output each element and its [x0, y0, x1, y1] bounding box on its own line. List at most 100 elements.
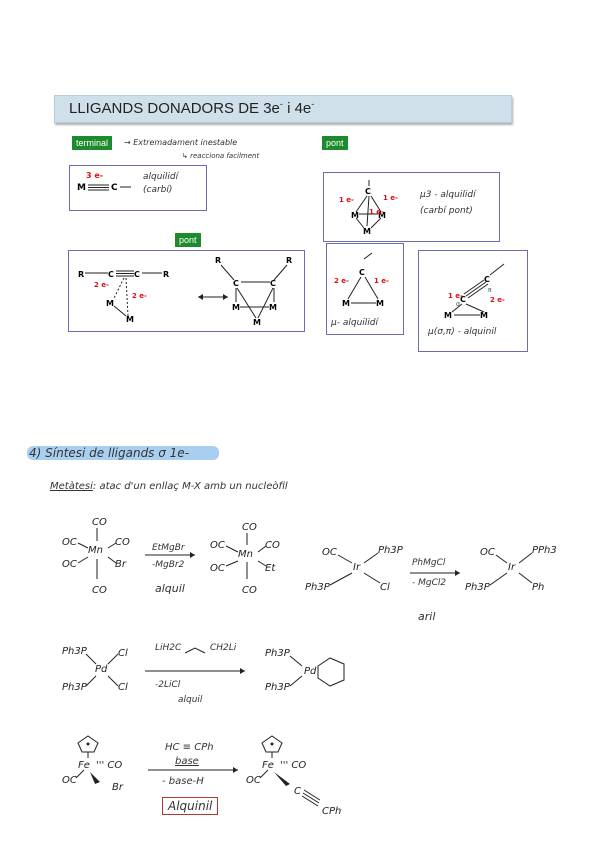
svg-text:Fe: Fe: [78, 760, 90, 771]
svg-text:''' CO: ''' CO: [96, 760, 122, 771]
terminal-structure: 3 e- M C: [77, 171, 131, 193]
svg-text:Fe: Fe: [262, 760, 274, 771]
r1-byproduct: -MgBr2: [152, 560, 185, 570]
svg-text:M: M: [126, 315, 134, 324]
reaction-row-3: Ph3P Cl Pd Ph3P Cl Ph3P Ph3P Pd: [62, 646, 345, 693]
svg-text:CO: CO: [92, 585, 107, 596]
mu3-structure: C M M M 1 e- 1 e- 1 e-: [339, 180, 398, 236]
svg-text:Mn: Mn: [88, 545, 103, 556]
r2-byproduct: - MgCl2: [412, 578, 447, 588]
svg-text:C: C: [111, 183, 118, 193]
pont-top-tag: pont: [322, 136, 348, 150]
r4-reagent: HC ≡ CPh: [165, 742, 214, 753]
svg-text:2 e-: 2 e-: [94, 281, 109, 289]
svg-text:CO: CO: [115, 537, 130, 548]
r4-byproduct: - base-H: [162, 776, 204, 787]
svg-text:C: C: [233, 279, 239, 288]
svg-text:Br: Br: [112, 782, 124, 793]
banner-title: LLIGANDS DONADORS DE 3e- i 4e-: [69, 99, 315, 117]
svg-text:Ph: Ph: [532, 582, 544, 593]
mu-alquilidi-structure: C M M 2 e- 1 e-: [334, 252, 389, 308]
svg-text:Mn: Mn: [238, 549, 253, 560]
terminal-name-1: alquilidí: [143, 172, 179, 182]
svg-text:2 e-: 2 e-: [490, 296, 505, 304]
svg-text:M: M: [253, 318, 261, 327]
svg-text:1 e-: 1 e-: [369, 208, 384, 216]
svg-text:C: C: [134, 270, 140, 279]
svg-text:Br: Br: [115, 559, 127, 570]
svg-text:CO: CO: [242, 585, 257, 596]
svg-text:Ph3P: Ph3P: [465, 582, 491, 593]
svg-text:1 e-: 1 e-: [448, 292, 463, 300]
svg-text:Ir: Ir: [508, 562, 516, 573]
svg-text:OC: OC: [322, 547, 337, 558]
r2-type: aril: [418, 610, 436, 623]
svg-text:R: R: [215, 256, 221, 265]
svg-text:C: C: [460, 295, 466, 304]
svg-text:M: M: [351, 211, 359, 220]
svg-text:C: C: [484, 275, 490, 284]
mu-alquinil-box: [418, 250, 528, 352]
svg-text:Cl: Cl: [118, 648, 128, 659]
svg-text:Et: Et: [265, 563, 276, 574]
svg-text:OC: OC: [62, 775, 77, 786]
svg-text:Cl: Cl: [118, 682, 128, 693]
svg-text:M: M: [480, 311, 488, 320]
r1-reagent: EtMgBr: [152, 543, 185, 553]
svg-text:''' CO: ''' CO: [280, 760, 306, 771]
svg-text:CO: CO: [92, 517, 107, 528]
terminal-name-2: (carbí): [143, 185, 173, 195]
alquino-box: [68, 250, 305, 332]
svg-text:OC: OC: [480, 547, 495, 558]
svg-text:2 e-: 2 e-: [132, 292, 147, 300]
r3-reagent-right: CH2Li: [210, 643, 237, 653]
section-title: 4) Síntesi de lligands σ 1e-: [27, 446, 220, 460]
svg-text:1 e-: 1 e-: [339, 196, 354, 204]
svg-text:M: M: [363, 227, 371, 236]
r4-type: Alquinil: [162, 797, 219, 815]
svg-text:Pd: Pd: [95, 664, 108, 675]
svg-text:Ph3P: Ph3P: [305, 582, 331, 593]
svg-text:OC: OC: [210, 563, 225, 574]
svg-text:R: R: [163, 270, 169, 279]
mu-alquilidi-label: μ- alquilidí: [331, 318, 378, 328]
svg-text:Ph3P: Ph3P: [62, 682, 88, 693]
svg-text:Cl: Cl: [380, 582, 390, 593]
r3-reagent-left: LiH2C: [155, 643, 182, 653]
svg-text:Ph3P: Ph3P: [265, 682, 291, 693]
svg-text:Ph3P: Ph3P: [265, 648, 291, 659]
mu3-box: [323, 172, 500, 242]
r2-reagent: PhMgCl: [412, 558, 446, 568]
svg-text:3 e-: 3 e-: [86, 171, 103, 180]
svg-text:C: C: [294, 786, 301, 797]
svg-text:Ph3P: Ph3P: [62, 646, 88, 657]
r1-type: alquil: [155, 582, 185, 595]
r4-base: base: [175, 756, 199, 767]
mu3-label-1: μ3 - alquilidí: [420, 190, 476, 200]
mu-alquinil-label: μ(σ,π) - alquinil: [428, 327, 497, 337]
terminal-note-1: → Extremadament inestable: [124, 138, 238, 147]
terminal-box: [69, 165, 207, 211]
svg-text:M: M: [376, 299, 384, 308]
svg-text:M: M: [378, 211, 386, 220]
reaction-row-4: Fe ''' CO OC Br Fe ''' CO OC C CPh: [62, 735, 341, 817]
terminal-tag: terminal: [72, 136, 113, 150]
svg-text:1 e-: 1 e-: [374, 277, 389, 285]
svg-text:OC: OC: [246, 775, 261, 786]
pont-bottom-tag: pont: [175, 233, 201, 247]
alquino-structures: R C C R M M 2 e- 2 e- R R C C M M M: [78, 256, 292, 327]
mu3-label-2: (carbí pont): [420, 206, 473, 216]
mu-alquinil-structure: C C M M 1 e- 2 e- σ π: [444, 263, 505, 320]
svg-text:Pd: Pd: [304, 666, 317, 677]
mu-alquilidi-box: [326, 243, 404, 335]
svg-text:C: C: [365, 187, 371, 196]
svg-text:M: M: [106, 299, 114, 308]
svg-text:C: C: [270, 279, 276, 288]
svg-text:M: M: [232, 303, 240, 312]
svg-text:CO: CO: [265, 540, 280, 551]
svg-text:C: C: [359, 268, 365, 277]
r3-byproduct: -2LiCl: [155, 680, 181, 690]
svg-text:M: M: [269, 303, 277, 312]
svg-text:M: M: [444, 311, 452, 320]
svg-text:Ir: Ir: [353, 562, 361, 573]
